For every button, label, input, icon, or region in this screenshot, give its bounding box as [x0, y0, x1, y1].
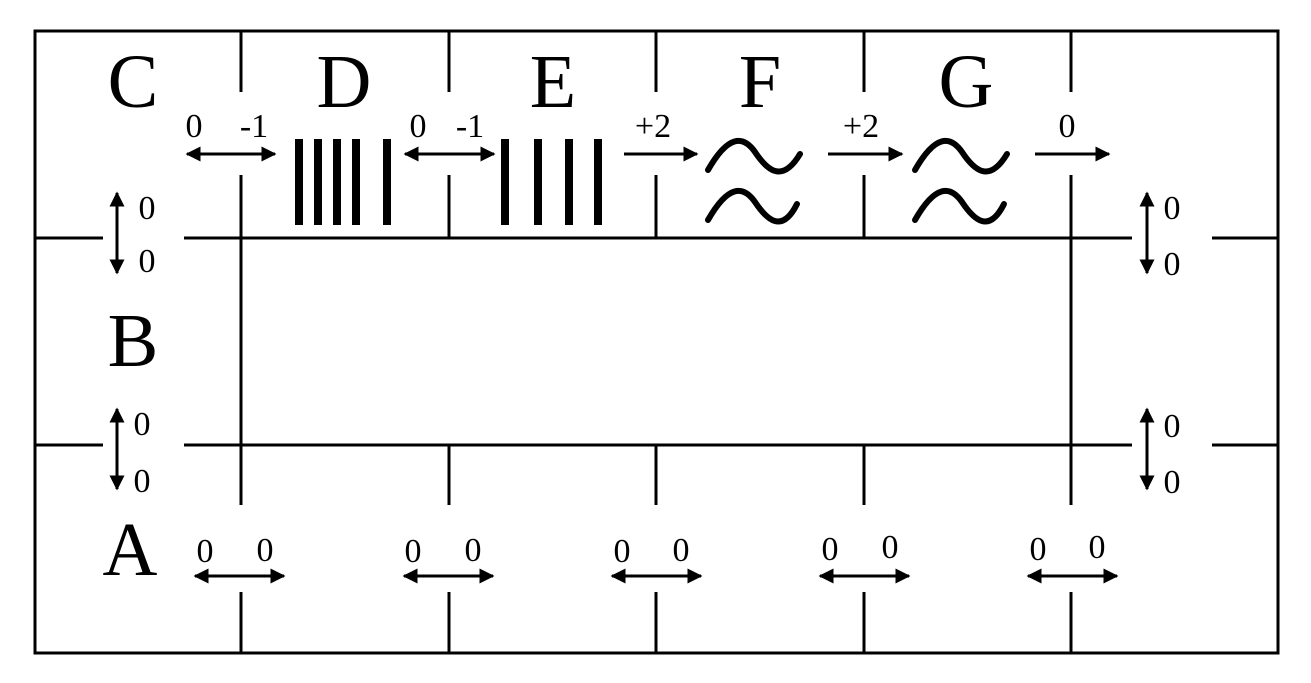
- door-c-b-top-value: 0: [139, 190, 156, 227]
- door-f-g: +2: [828, 108, 904, 162]
- door-a-4: 0 0: [818, 529, 911, 584]
- room-label-c: C: [108, 40, 159, 124]
- door-c-b: 0 0: [109, 190, 156, 280]
- grating-bars-icon: [295, 139, 391, 225]
- door-e-f-value: +2: [635, 108, 671, 145]
- door-a-4-right-value: 0: [882, 529, 899, 566]
- door-right-upper-bottom-value: 0: [1164, 246, 1181, 283]
- door-a-4-left-value: 0: [822, 531, 839, 568]
- door-right-lower: 0 0: [1139, 407, 1181, 501]
- room-label-b: B: [108, 299, 159, 383]
- horizontal-walls: [35, 236, 1278, 447]
- door-right-upper-top-value: 0: [1164, 190, 1181, 227]
- door-a-1: 0 0: [193, 532, 286, 584]
- door-b-a-top-value: 0: [134, 406, 151, 443]
- door-right-upper: 0 0: [1139, 190, 1181, 283]
- door-a-2: 0 0: [402, 532, 495, 584]
- door-c-b-bottom-value: 0: [139, 243, 156, 280]
- grating-bars-icon: [501, 139, 602, 225]
- door-a-3: 0 0: [610, 532, 703, 584]
- door-b-a: 0 0: [109, 406, 151, 500]
- double-wave-icon: [705, 137, 803, 225]
- door-g-exit: 0: [1035, 108, 1111, 162]
- door-b-a-bottom-value: 0: [134, 463, 151, 500]
- door-a-1-left-value: 0: [197, 533, 214, 570]
- door-a-5: 0 0: [1026, 529, 1119, 584]
- door-g-exit-value: 0: [1059, 108, 1076, 145]
- door-e-f: +2: [624, 108, 699, 162]
- door-a-3-right-value: 0: [673, 532, 690, 569]
- door-d-e-right-value: -1: [456, 108, 484, 145]
- room-label-d: D: [317, 40, 372, 124]
- door-d-e-left-value: 0: [410, 108, 427, 145]
- door-f-g-value: +2: [843, 108, 879, 145]
- room-label-e: E: [530, 40, 576, 124]
- door-a-1-right-value: 0: [257, 532, 274, 569]
- door-a-2-left-value: 0: [405, 533, 422, 570]
- double-wave-icon: [912, 137, 1010, 225]
- door-c-d-right-value: -1: [240, 108, 268, 145]
- door-a-5-right-value: 0: [1089, 529, 1106, 566]
- room-label-a: A: [103, 508, 158, 592]
- door-right-lower-top-value: 0: [1164, 408, 1181, 445]
- door-a-3-left-value: 0: [614, 533, 631, 570]
- vertical-walls: [239, 31, 1073, 653]
- door-d-e: 0 -1: [403, 108, 496, 162]
- door-c-d-left-value: 0: [186, 108, 203, 145]
- door-c-d: 0 -1: [185, 108, 277, 162]
- door-a-2-right-value: 0: [465, 532, 482, 569]
- room-label-f: F: [739, 40, 781, 124]
- door-a-5-left-value: 0: [1030, 531, 1047, 568]
- room-label-g: G: [939, 40, 994, 124]
- door-right-lower-bottom-value: 0: [1164, 464, 1181, 501]
